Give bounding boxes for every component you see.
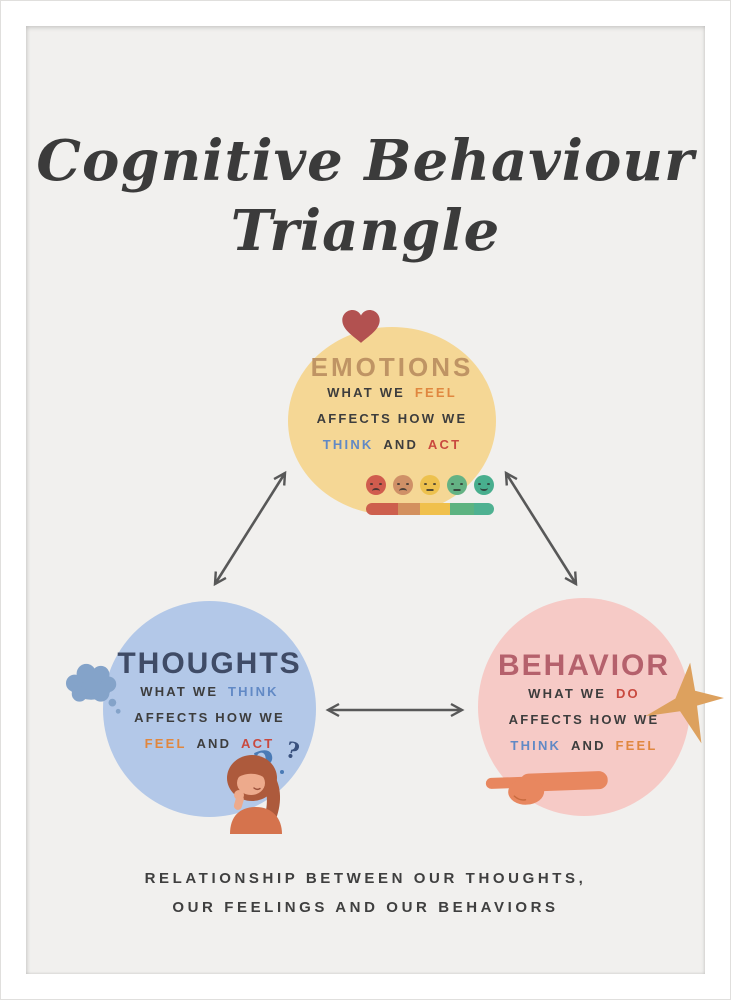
thoughts-title: THOUGHTS — [117, 647, 302, 680]
text: WHAT WE — [327, 385, 406, 400]
poster-title-line2: Triangle — [230, 198, 501, 264]
text: WHAT WE — [140, 684, 219, 699]
emotions-content: EMOTIONS WHAT WE FEEL AFFECTS HOW WE THI… — [288, 327, 496, 458]
caption-line1: RELATIONSHIP BETWEEN OUR THOUGHTS, — [144, 870, 587, 887]
arrow-thoughts-emotions — [213, 470, 287, 587]
poster-title: Cognitive Behaviour Triangle — [26, 126, 705, 266]
mood-face-mouth — [453, 489, 461, 491]
mood-bar-segment — [450, 503, 474, 515]
mood-face-angry — [366, 475, 386, 495]
thoughts-line2: AFFECTS HOW WE — [134, 710, 285, 725]
mood-bar-segment — [420, 503, 450, 515]
thoughts-circle: THOUGHTS WHAT WE THINK AFFECTS HOW WE FE… — [103, 601, 316, 817]
text-feel: FEEL — [615, 738, 658, 753]
mood-bar-segment — [366, 503, 398, 515]
poster-title-line1: Cognitive Behaviour — [36, 128, 695, 194]
mood-bar-segment — [398, 503, 420, 515]
mood-face-neutral — [420, 475, 440, 495]
question-marks: ? ? — [251, 737, 314, 788]
pointing-hand-icon — [485, 771, 608, 805]
mood-bar-segment — [474, 503, 494, 515]
mood-face-sad — [393, 475, 413, 495]
arrow-emotions-behavior — [504, 470, 578, 587]
mood-face-mouth — [372, 488, 380, 491]
behavior-title: BEHAVIOR — [497, 649, 671, 682]
text-do: DO — [615, 686, 640, 701]
thought-cloud-icon — [65, 663, 121, 714]
thoughts-line1: WHAT WE THINK — [103, 679, 316, 705]
emotions-circle: EMOTIONS WHAT WE FEEL AFFECTS HOW WE THI… — [288, 327, 496, 515]
poster-caption: RELATIONSHIP BETWEEN OUR THOUGHTS, OUR F… — [26, 864, 705, 922]
emotions-line3: THINK AND ACT — [288, 432, 496, 458]
behavior-line1: WHAT WE DO — [478, 681, 690, 707]
text-feel: FEEL — [414, 385, 457, 400]
behavior-content: BEHAVIOR WHAT WE DO AFFECTS HOW WE THINK… — [478, 598, 690, 759]
text-think: THINK — [228, 684, 279, 699]
mood-face-mouth — [480, 488, 488, 491]
behavior-line2: AFFECTS HOW WE — [508, 712, 660, 727]
text-feel: FEEL — [144, 736, 187, 751]
behavior-circle: BEHAVIOR WHAT WE DO AFFECTS HOW WE THINK… — [478, 598, 690, 816]
text-think: THINK — [510, 738, 562, 753]
mood-face-mouth — [399, 488, 407, 491]
text: AND — [196, 736, 232, 751]
text: AND — [570, 738, 606, 753]
sparkle-icon — [645, 662, 724, 744]
mood-bar — [366, 503, 494, 515]
text-act: ACT — [427, 437, 462, 452]
behavior-line3: THINK AND FEEL — [478, 733, 690, 759]
mood-face-calm — [447, 475, 467, 495]
mood-face-mouth — [426, 489, 434, 491]
caption-line2: OUR FEELINGS AND OUR BEHAVIORS — [172, 899, 559, 916]
thinking-woman-illustration — [227, 755, 282, 834]
text: WHAT WE — [528, 686, 607, 701]
emotions-line2: AFFECTS HOW WE — [316, 411, 468, 426]
thoughts-content: THOUGHTS WHAT WE THINK AFFECTS HOW WE FE… — [103, 601, 316, 757]
text: AND — [383, 437, 419, 452]
poster-paper: Cognitive Behaviour Triangle EMOTIONS WH… — [26, 26, 724, 974]
thoughts-line3: FEEL AND ACT — [103, 731, 316, 757]
question-dot-icon — [280, 770, 284, 774]
mood-face-happy — [474, 475, 494, 495]
text-think: THINK — [322, 437, 374, 452]
heart-icon — [342, 310, 380, 343]
emotions-line1: WHAT WE FEEL — [288, 380, 496, 406]
text-act: ACT — [241, 736, 275, 751]
mood-faces — [366, 475, 494, 495]
emotions-title: EMOTIONS — [310, 352, 474, 382]
